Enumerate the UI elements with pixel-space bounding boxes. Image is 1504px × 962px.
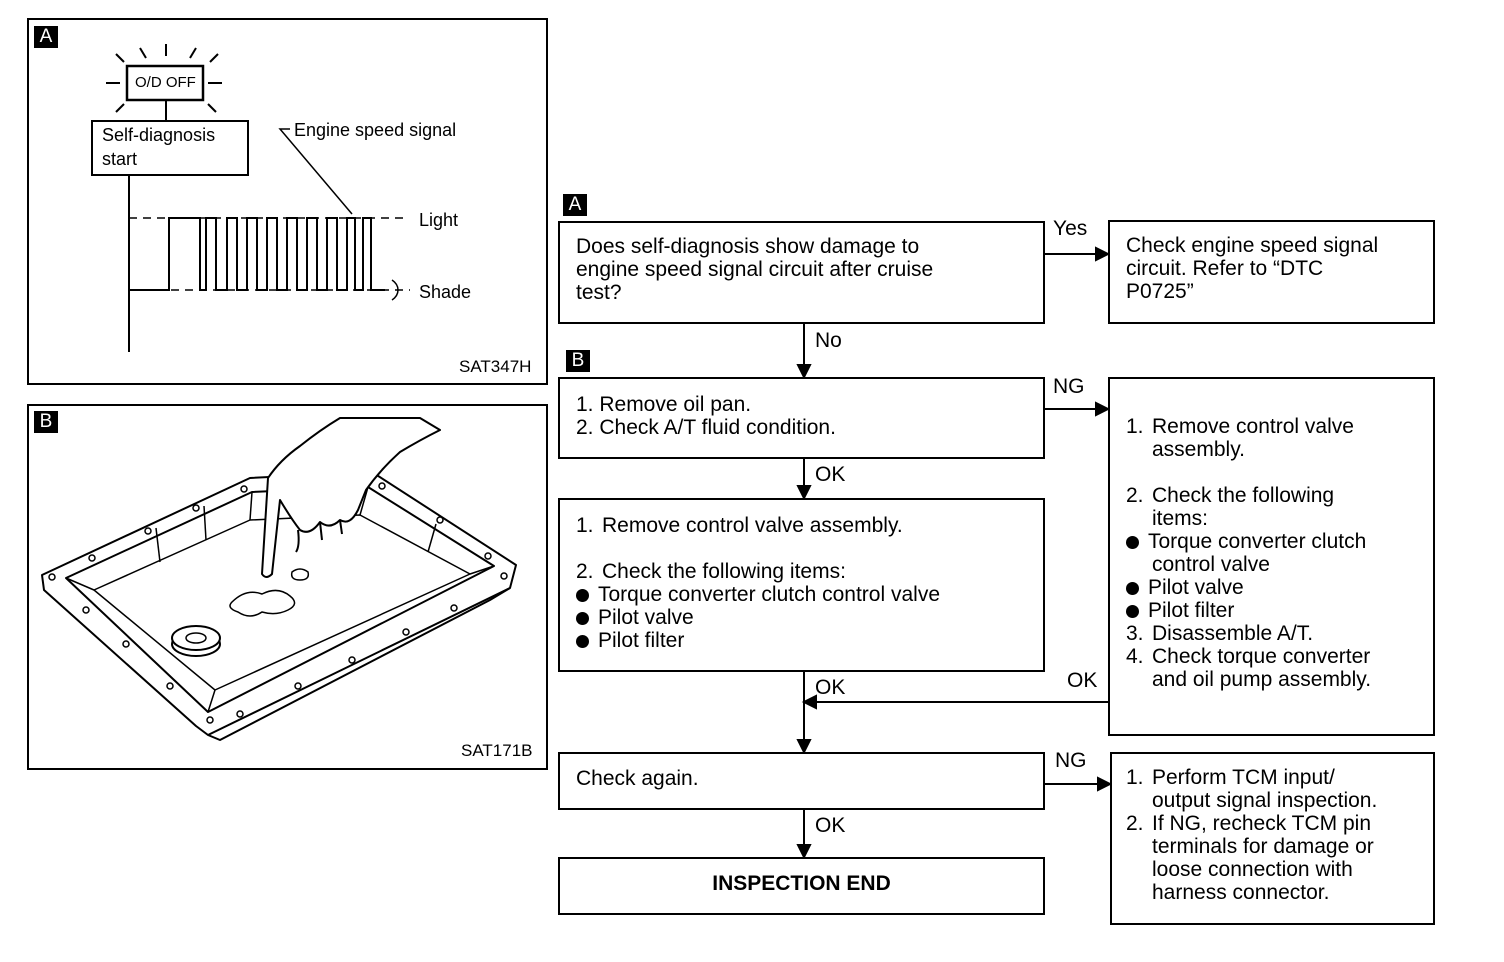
check-engine-speed-box	[1108, 220, 1435, 324]
disassemble-procedure-box	[1108, 377, 1435, 736]
remove-control-valve-box	[558, 498, 1045, 672]
r2-bullet-3: Pilot filter	[1126, 599, 1371, 622]
flow-tag-a: A	[563, 194, 587, 216]
question-self-diagnosis-line-1: Does self-diagnosis show damage to	[576, 235, 920, 258]
question-self-diagnosis-box	[558, 221, 1045, 324]
check-engine-speed-line-1: Check engine speed signal	[1126, 234, 1379, 257]
ok-label-4: OK	[815, 814, 846, 837]
no-label: No	[815, 329, 842, 352]
figure-b-code: SAT171B	[461, 741, 533, 760]
remove-oil-pan-box	[558, 377, 1045, 459]
ok-label-2: OK	[815, 676, 846, 699]
ng-label-1: NG	[1053, 375, 1085, 398]
light-label: Light	[419, 210, 459, 230]
inspection-end-box	[558, 857, 1045, 915]
check-engine-speed-line-2: circuit. Refer to “DTC	[1126, 257, 1324, 280]
r2-bullet-2: Pilot valve	[1126, 576, 1371, 599]
question-self-diagnosis-line-3: test?	[576, 281, 622, 304]
inspection-end-text: INSPECTION END	[712, 872, 891, 895]
check-item-bullet-3: Pilot filter	[576, 629, 940, 652]
remove-oil-pan-line-2: 2. Check A/T fluid condition.	[576, 416, 836, 439]
ok-label-3: OK	[1067, 669, 1098, 692]
remove-control-valve-content: 1.Remove control valve assembly. 2.Check…	[576, 514, 940, 652]
figure-a-code: SAT347H	[459, 357, 532, 376]
flow-tag-b: B	[566, 350, 590, 372]
check-items-item-2: 2.Check the following items:	[576, 560, 846, 583]
question-self-diagnosis-line-2: engine speed signal circuit after cruise	[576, 258, 934, 281]
check-engine-speed-line-3: P0725”	[1126, 280, 1194, 303]
shade-label: Shade	[419, 282, 472, 302]
r3-item-1: 1.Perform TCM input/output signal inspec…	[1126, 766, 1378, 812]
check-again-text: Check again.	[576, 767, 699, 790]
figure-a-panel	[27, 18, 548, 385]
check-item-bullet-2: Pilot valve	[576, 606, 940, 629]
lamp-label: O/D OFF	[135, 74, 196, 91]
ok-label-1: OK	[815, 463, 846, 486]
yes-label: Yes	[1053, 217, 1088, 240]
tcm-inspection-content: 1.Perform TCM input/output signal inspec…	[1126, 766, 1377, 904]
self-diagnosis-start-label-1: Self-diagnosis	[102, 125, 216, 145]
r2-item-3: 3.Disassemble A/T.	[1126, 622, 1314, 645]
figure-a-tag: A	[34, 26, 58, 48]
engine-speed-signal-label: Engine speed signal	[294, 120, 457, 140]
ng-label-2: NG	[1055, 749, 1087, 772]
self-diagnosis-start-label-2: start	[102, 149, 138, 169]
remove-control-valve-item-1: 1.Remove control valve assembly.	[576, 514, 903, 537]
check-again-box	[558, 752, 1045, 810]
figure-b-tag: B	[34, 411, 58, 433]
tcm-inspection-box	[1110, 752, 1435, 925]
remove-oil-pan-line-1: 1. Remove oil pan.	[576, 393, 752, 416]
check-item-bullet-1: Torque converter clutch control valve	[576, 583, 940, 606]
